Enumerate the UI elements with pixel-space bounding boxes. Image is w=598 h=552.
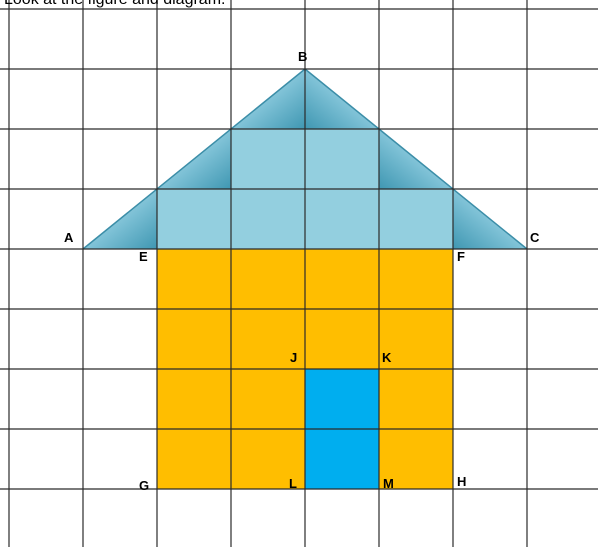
label-h: H: [457, 474, 466, 489]
roof-square: [379, 189, 453, 249]
label-m: M: [383, 476, 394, 491]
roof: [82, 68, 528, 250]
label-e: E: [139, 249, 148, 264]
label-j: J: [290, 350, 297, 365]
label-k: K: [382, 350, 392, 365]
diagram-caption: Look at the figure and diagram.: [4, 0, 225, 9]
label-c: C: [530, 230, 540, 245]
roof-square: [157, 189, 231, 249]
label-g: G: [139, 478, 149, 493]
label-l: L: [289, 476, 297, 491]
label-b: B: [298, 49, 307, 64]
label-f: F: [457, 249, 465, 264]
label-a: A: [64, 230, 74, 245]
point-labels: A B C E F J K G L M H: [64, 49, 540, 493]
